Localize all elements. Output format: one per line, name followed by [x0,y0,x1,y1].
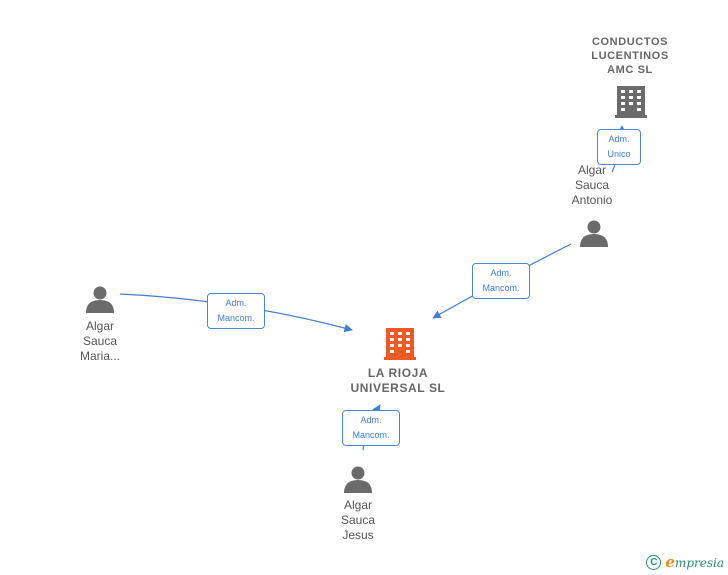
company-name-line: CONDUCTOS [591,36,669,48]
building-icon[interactable] [384,328,416,360]
edge-label-line: Adm. [225,298,247,308]
brand-logo-initial: e [665,553,675,571]
edge-label-line: Adm. [360,415,382,425]
person-name-jesus[interactable]: Algar Sauca Jesus [318,498,398,543]
edges [119,125,627,451]
person-name-maria[interactable]: Algar Sauca Maria... [60,319,140,364]
person-name-line: Algar [577,163,606,177]
edge-label-line: Adm. [608,134,630,144]
company-name-line: LUCENTINOS [591,50,669,62]
company-name-line: AMC SL [607,64,653,76]
brand-logo-rest: mpresia [674,556,724,570]
person-icon[interactable] [344,466,372,494]
person-name-antonio[interactable]: Algar Sauca Antonio [552,163,632,208]
person-name-line: Maria... [79,349,120,363]
edge-label-line: Adm. [490,268,512,278]
person-name-line: Sauca [340,513,376,527]
company-name-line: LA RIOJA [367,366,429,380]
edge-label-maria-larioja[interactable]: Adm. Mancom. [207,293,265,329]
person-name-line: Jesus [342,528,374,542]
person-name-line: Sauca [82,334,118,348]
edge-label-line: Mancom. [352,430,390,440]
company-name-larioja[interactable]: LA RIOJA UNIVERSAL SL [336,366,460,396]
edge-label-line: Unico [607,149,631,159]
person-icon[interactable] [86,286,114,314]
company-name-line: UNIVERSAL SL [350,381,446,395]
edge-label-line: Mancom. [482,283,520,293]
company-name-conductos[interactable]: CONDUCTOS LUCENTINOS AMC SL [570,35,690,77]
brand-logo[interactable]: empresia [665,553,724,571]
person-name-line: Algar [343,498,372,512]
copyright-icon: C [646,554,662,570]
edge-label-antonio-larioja[interactable]: Adm. Mancom. [472,263,530,299]
edge-label-antonio-conductos[interactable]: Adm. Unico [597,129,641,165]
person-icon[interactable] [580,220,608,248]
footer-credit[interactable]: C empresia [646,553,724,571]
person-name-line: Sauca [574,178,610,192]
person-name-line: Algar [85,319,114,333]
person-name-line: Antonio [571,193,613,207]
building-icon[interactable] [615,86,647,118]
edge-label-jesus-larioja[interactable]: Adm. Mancom. [342,410,400,446]
edge-label-line: Mancom. [217,313,255,323]
